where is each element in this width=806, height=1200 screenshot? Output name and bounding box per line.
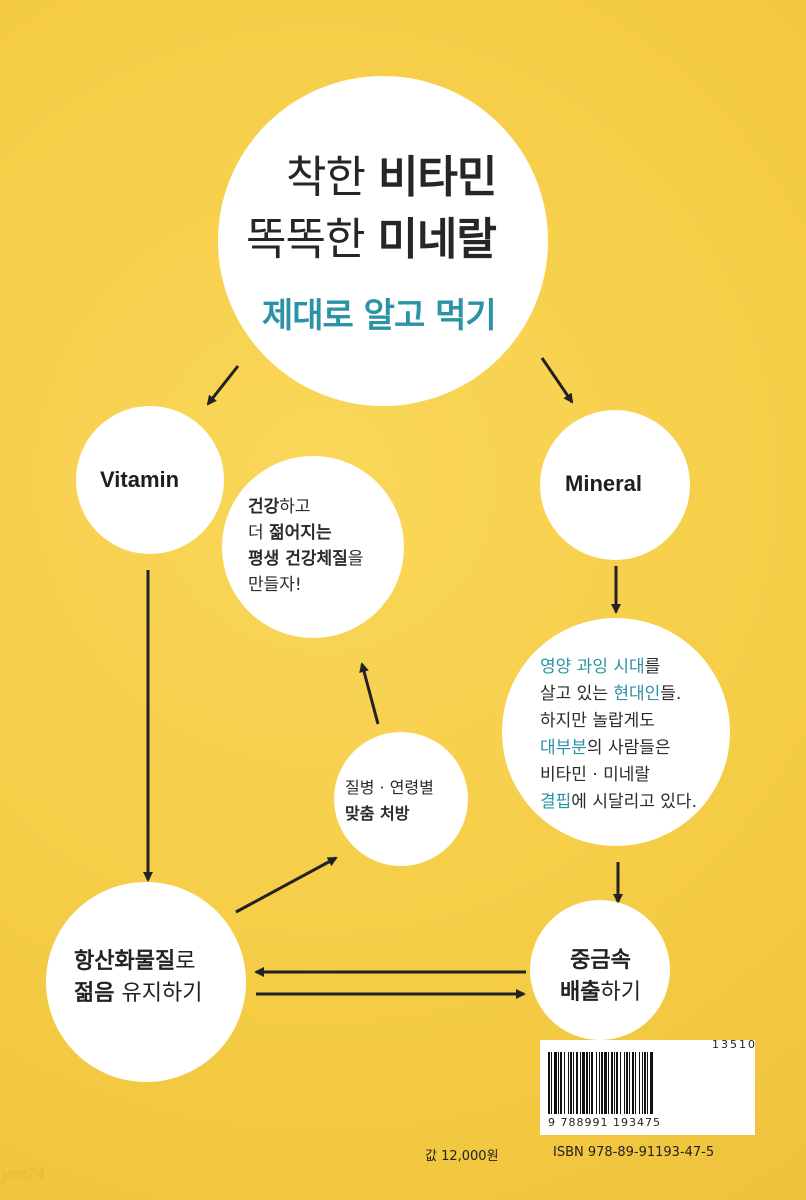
- antioxidant-text: 항산화물질로 젊음 유지하기: [74, 946, 202, 1010]
- health-circle: [222, 456, 404, 638]
- prescription-l2: 맞춤 처방: [345, 804, 410, 823]
- modern-l4-teal: 대부분: [540, 738, 587, 758]
- barcode-bar: [608, 1052, 609, 1114]
- barcode-bar: [568, 1052, 569, 1114]
- title-line-2-bold: 미네랄: [377, 214, 496, 265]
- heavymetal-l1-bold: 중금속: [570, 948, 631, 973]
- prescription-l1: 질병 · 연령별: [345, 778, 434, 797]
- modern-l2-rest: 살고 있는: [540, 684, 614, 704]
- modern-l6-teal: 결핍: [540, 792, 572, 812]
- health-text: 건강하고 더 젊어지는 평생 건강체질을 만들자!: [248, 494, 363, 598]
- heavymetal-l2-bold: 배출: [560, 980, 601, 1005]
- mineral-label: Mineral: [565, 471, 643, 496]
- title-line-1: 착한 비타민: [286, 150, 497, 206]
- barcode-bar: [573, 1052, 574, 1114]
- barcode-bar: [589, 1052, 590, 1114]
- barcode-bar: [624, 1052, 625, 1114]
- modern-l2-end: 들.: [660, 684, 682, 704]
- barcode-bar: [632, 1052, 634, 1114]
- antioxidant-l2-rest: 유지하기: [114, 981, 203, 1006]
- barcode-bar: [644, 1052, 646, 1114]
- health-l3-rest: 을: [347, 549, 364, 569]
- barcode-bar: [564, 1052, 565, 1114]
- prescription-text: 질병 · 연령별 맞춤 처방: [345, 775, 434, 827]
- barcode-bar: [601, 1052, 603, 1114]
- title-circle: [218, 76, 548, 406]
- title-subtitle: 제대로 알고 먹기: [262, 296, 497, 336]
- barcode-bar: [548, 1052, 550, 1114]
- barcode-bar: [599, 1052, 600, 1114]
- barcode-bar: [551, 1052, 552, 1114]
- modern-l1-teal: 영양 과잉 시대: [540, 657, 645, 677]
- title-line-2: 똑똑한 미네랄: [246, 212, 497, 268]
- antioxidant-circle: [46, 882, 246, 1082]
- barcode-bar: [570, 1052, 572, 1114]
- arrow-title-to-vitamin: [206, 365, 240, 406]
- health-l1-rest: 하고: [279, 497, 311, 517]
- barcode-bar: [586, 1052, 588, 1114]
- modern-l3: 하지만 놀랍게도: [540, 711, 655, 731]
- barcode-bar: [591, 1052, 593, 1114]
- title-line-1-bold: 비타민: [377, 152, 497, 203]
- barcode-digits: 9 788991 193475: [548, 1116, 661, 1129]
- barcode-addon: 13510: [712, 1038, 757, 1051]
- watermark-logo: yes24: [2, 1166, 45, 1183]
- barcode-bar: [582, 1052, 585, 1114]
- vitamin-label: Vitamin: [100, 467, 180, 492]
- modern-l6-rest: 에 시달리고 있다.: [571, 792, 697, 812]
- mineral-circle: [540, 410, 690, 560]
- barcode-bar: [647, 1052, 648, 1114]
- barcode-bar: [635, 1052, 636, 1114]
- barcode-bar: [611, 1052, 613, 1114]
- heavymetal-l2-rest: 하기: [600, 980, 641, 1005]
- barcode-bar: [616, 1052, 618, 1114]
- health-l3-bold: 평생 건강체질: [248, 549, 348, 569]
- barcode-bar: [639, 1052, 640, 1114]
- barcode-bar: [650, 1052, 653, 1114]
- health-l4: 만들자!: [248, 575, 302, 595]
- heavymetal-text: 중금속 배출하기: [560, 945, 641, 1009]
- barcode-bar: [554, 1052, 557, 1114]
- modern-l4-rest: 의 사람들은: [586, 738, 671, 758]
- arrow-title-to-mineral: [540, 357, 574, 404]
- health-l2-bold: 젊어지는: [269, 523, 332, 543]
- barcode-bar: [642, 1052, 643, 1114]
- barcode-bar: [626, 1052, 628, 1114]
- modern-circle: [502, 618, 730, 846]
- isbn-label: ISBN 978-89-91193-47-5: [553, 1145, 715, 1160]
- barcode-bar: [560, 1052, 562, 1114]
- barcode-bar: [614, 1052, 615, 1114]
- barcode-bar: [604, 1052, 607, 1114]
- barcode-bar: [576, 1052, 578, 1114]
- modern-l1-rest: 를: [644, 657, 661, 677]
- antioxidant-l2-bold: 젊음: [74, 981, 115, 1006]
- barcode-bar: [620, 1052, 621, 1114]
- barcode-box: 13510 9 788991 193475: [540, 1038, 757, 1135]
- arrow-antioxidant-to-prescription: [235, 856, 338, 914]
- heavymetal-circle: [530, 900, 670, 1040]
- antioxidant-l1-bold: 항산화물질: [74, 949, 176, 974]
- title-line-1-light: 착한: [286, 152, 378, 203]
- barcode-bar: [580, 1052, 581, 1114]
- health-l2-rest: 더: [248, 523, 270, 543]
- title-line-2-light: 똑똑한: [246, 214, 378, 265]
- antioxidant-l1-rest: 로: [175, 949, 196, 974]
- barcode-bar: [558, 1052, 559, 1114]
- barcode-bar: [629, 1052, 630, 1114]
- health-l1-bold: 건강: [248, 497, 280, 517]
- arrow-prescription-to-health: [359, 662, 380, 725]
- modern-text: 영양 과잉 시대를 살고 있는 현대인들. 하지만 놀랍게도 대부분의 사람들은…: [540, 654, 697, 816]
- modern-l5: 비타민 · 미네랄: [540, 765, 651, 785]
- prescription-circle: [334, 732, 468, 866]
- vitamin-circle: [76, 406, 224, 554]
- barcode-bar: [596, 1052, 597, 1114]
- price-label: 값 12,000원: [425, 1149, 499, 1164]
- modern-l2-teal: 현대인: [613, 684, 661, 704]
